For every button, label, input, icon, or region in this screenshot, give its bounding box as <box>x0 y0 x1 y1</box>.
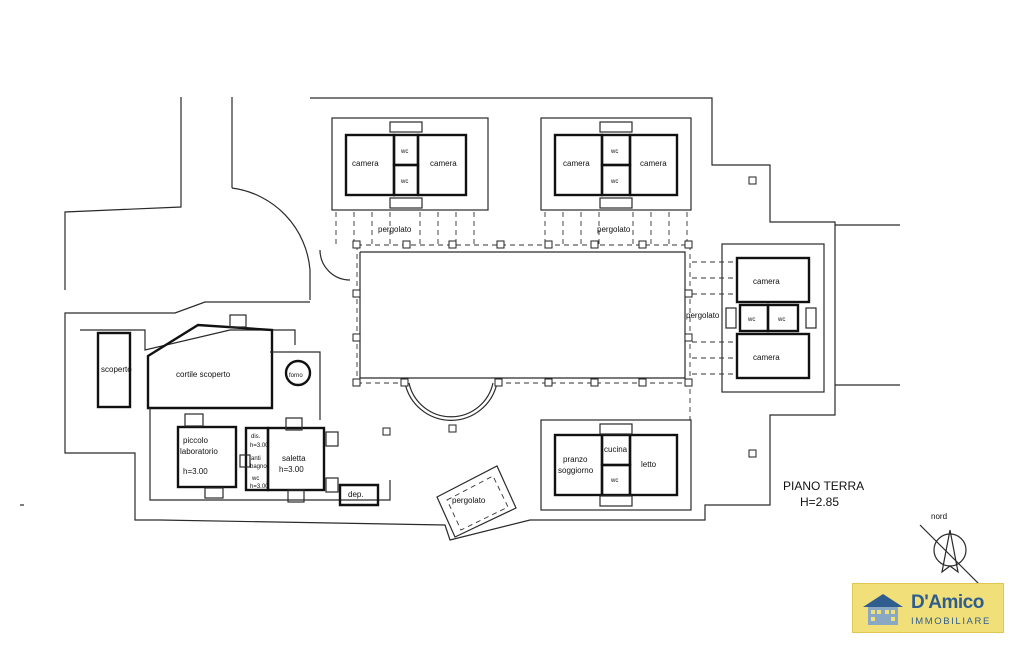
nw-camera-right-label: camera <box>430 159 457 168</box>
nw-wc-top-label: wc <box>400 149 408 155</box>
lab-line2-label: laboratorio <box>180 447 218 456</box>
plan-height: H=2.85 <box>800 495 839 509</box>
ne-wc-bottom-label: wc <box>610 179 618 185</box>
e-wc-right-label: wc <box>777 317 785 323</box>
e-camera-top-label: camera <box>753 277 780 286</box>
pranzo-label: pranzo <box>563 455 588 464</box>
cucina-label: cucina <box>604 445 628 454</box>
nw-wc-bottom-label: wc <box>400 179 408 185</box>
soggiorno-label: soggiorno <box>558 466 594 475</box>
nw-camera-left-label: camera <box>352 159 379 168</box>
cortile-label: cortile scoperto <box>176 370 231 379</box>
dis-line1-label: dis. <box>251 434 261 440</box>
wc-small-height-label: h=3.00 <box>250 484 269 490</box>
e-wc-left-label: wc <box>747 317 755 323</box>
small-pergolato <box>436 465 517 538</box>
dep-label: dep. <box>348 490 364 499</box>
saletta-label: saletta <box>282 454 306 463</box>
house-icon <box>863 594 903 625</box>
anti-line1-label: anti <box>251 456 261 462</box>
plan-title: PIANO TERRA <box>783 479 864 493</box>
courtyard-pergolato <box>352 176 757 458</box>
se-apartment-block <box>540 419 692 511</box>
ne-bedroom-block <box>540 117 692 245</box>
wc-se-label: wc <box>610 478 618 484</box>
dis-line2-label: h=3.00 <box>250 443 269 449</box>
ne-camera-right-label: camera <box>640 159 667 168</box>
e-pergolato-label: pergolato <box>686 311 720 320</box>
north-arrow <box>919 524 981 586</box>
lab-line1-label: piccolo <box>183 436 208 445</box>
ne-pergolato-label: pergolato <box>597 225 631 234</box>
e-bedroom-block <box>692 243 825 393</box>
agency-logo[interactable]: D'Amico IMMOBILIARE <box>852 583 1004 633</box>
saletta-height-label: h=3.00 <box>279 465 304 474</box>
wc-small-label: wc <box>251 476 259 482</box>
e-camera-bottom-label: camera <box>753 353 780 362</box>
nw-pergolato-label: pergolato <box>378 225 412 234</box>
letto-label: letto <box>641 460 657 469</box>
anti-line2-label: bagno <box>250 464 267 470</box>
lab-height-label: h=3.00 <box>183 467 208 476</box>
main-enclosure <box>64 97 836 541</box>
logo-subtitle: IMMOBILIARE <box>911 616 991 627</box>
north-label: nord <box>931 512 947 521</box>
west-wing <box>80 314 391 507</box>
logo-brand: D'Amico <box>911 592 984 613</box>
ne-wc-top-label: wc <box>610 149 618 155</box>
forno-label: forno <box>289 373 303 379</box>
small-pergolato-label: pergolato <box>452 496 486 505</box>
site-boundary <box>20 97 900 506</box>
nw-bedroom-block <box>331 117 489 245</box>
ne-camera-left-label: camera <box>563 159 590 168</box>
scoperto-label: scoperto <box>101 365 132 374</box>
